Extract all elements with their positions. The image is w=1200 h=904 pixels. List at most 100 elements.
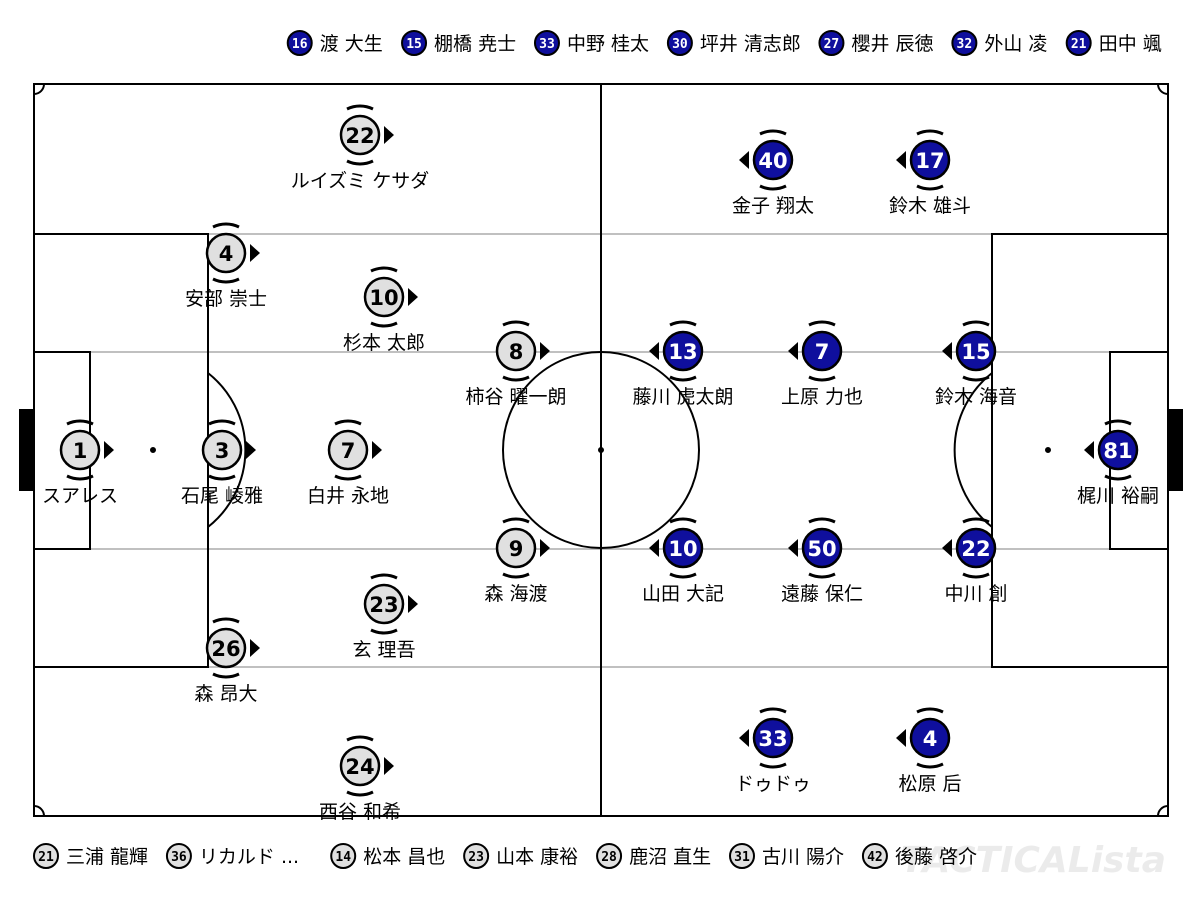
direction-bracket (208, 419, 236, 426)
right-penalty-area (991, 233, 1169, 668)
direction-bracket (669, 572, 697, 579)
away-sub-badge (533, 30, 560, 56)
player-number: 26 (211, 637, 240, 661)
player-name: 金子 翔太 (732, 195, 814, 217)
player-disc (363, 583, 405, 625)
away-sub-name: 外山 凌 (984, 33, 1047, 55)
player-disc (801, 330, 843, 372)
player-disc (495, 330, 537, 372)
player-name: スアレス (42, 485, 118, 507)
facing-arrow-icon (739, 151, 749, 169)
away-sub-number: 15 (406, 37, 422, 52)
direction-bracket (370, 266, 398, 273)
player-number: 7 (341, 439, 356, 463)
home-sub-number: 23 (468, 850, 484, 865)
direction-bracket (916, 184, 944, 191)
home-sub-name: 松本 昌也 (363, 846, 445, 868)
direction-bracket (916, 129, 944, 136)
direction-bracket (916, 707, 944, 714)
home-sub-badge (861, 843, 888, 869)
player-number: 17 (915, 149, 944, 173)
right-penalty-spot (1045, 447, 1051, 453)
player-number: 22 (345, 124, 374, 148)
player-number: 50 (807, 537, 836, 561)
player-number: 7 (815, 340, 830, 364)
direction-bracket (502, 517, 530, 524)
player-number: 4 (923, 727, 938, 751)
player-name: 藤川 虎太朗 (632, 386, 733, 408)
facing-arrow-icon (104, 441, 114, 459)
away-sub-number: 33 (539, 37, 555, 52)
player-number: 9 (509, 537, 524, 561)
player-number: 22 (961, 537, 990, 561)
facing-arrow-icon (739, 729, 749, 747)
player-disc (327, 429, 369, 471)
home-player-4: 26森 昂大 (194, 617, 260, 705)
player-disc (662, 527, 704, 569)
corner-arc (33, 83, 45, 95)
away-sub-badge (1065, 30, 1092, 56)
direction-bracket (502, 375, 530, 382)
direction-bracket (962, 320, 990, 327)
direction-bracket (370, 573, 398, 580)
direction-bracket (759, 707, 787, 714)
home-sub-name: 山本 康裕 (496, 846, 578, 868)
facing-arrow-icon (649, 539, 659, 557)
center-spot (598, 447, 604, 453)
direction-bracket (759, 762, 787, 769)
direction-bracket (346, 735, 374, 742)
direction-bracket (502, 572, 530, 579)
player-disc (955, 527, 997, 569)
player-disc (339, 745, 381, 787)
home-player-9: 8柿谷 曜一朗 (465, 320, 567, 408)
facing-arrow-icon (250, 244, 260, 262)
player-name: 山田 大記 (642, 583, 724, 605)
away-sub-number: 32 (957, 37, 973, 52)
player-number: 10 (668, 537, 697, 561)
direction-bracket (212, 222, 240, 229)
away-sub-name: 櫻井 辰徳 (851, 33, 933, 55)
direction-bracket (808, 517, 836, 524)
facing-arrow-icon (384, 126, 394, 144)
away-sub-number: 16 (292, 37, 308, 52)
player-name: 石尾 崚雅 (181, 485, 263, 507)
player-name: ルイズミ ケサダ (291, 170, 429, 192)
pitch (19, 83, 1183, 817)
player-disc (662, 330, 704, 372)
home-sub-number: 36 (171, 850, 187, 865)
home-sub-name: 後藤 啓介 (895, 846, 977, 868)
player-number: 4 (219, 242, 234, 266)
player-disc (909, 717, 951, 759)
direction-bracket (334, 419, 362, 426)
player-name: 森 海渡 (484, 583, 547, 605)
player-disc (201, 429, 243, 471)
home-sub-badge (729, 843, 755, 869)
home-sub-name: 古川 陽介 (762, 846, 844, 868)
direction-bracket (1104, 474, 1132, 481)
direction-bracket (669, 517, 697, 524)
direction-bracket (669, 320, 697, 327)
player-number: 81 (1103, 439, 1132, 463)
player-number: 1 (73, 439, 88, 463)
player-number: 8 (509, 340, 524, 364)
home-sub-badge (33, 843, 59, 869)
home-sub-name: 鹿沼 直生 (629, 846, 711, 868)
facing-arrow-icon (408, 595, 418, 613)
player-disc (801, 527, 843, 569)
direction-bracket (66, 419, 94, 426)
facing-arrow-icon (540, 539, 550, 557)
away-sub-badge (818, 30, 845, 56)
away-sub-number: 27 (824, 37, 840, 52)
home-sub-number: 31 (734, 850, 750, 865)
left-penalty-arc (207, 372, 247, 528)
facing-arrow-icon (942, 342, 952, 360)
